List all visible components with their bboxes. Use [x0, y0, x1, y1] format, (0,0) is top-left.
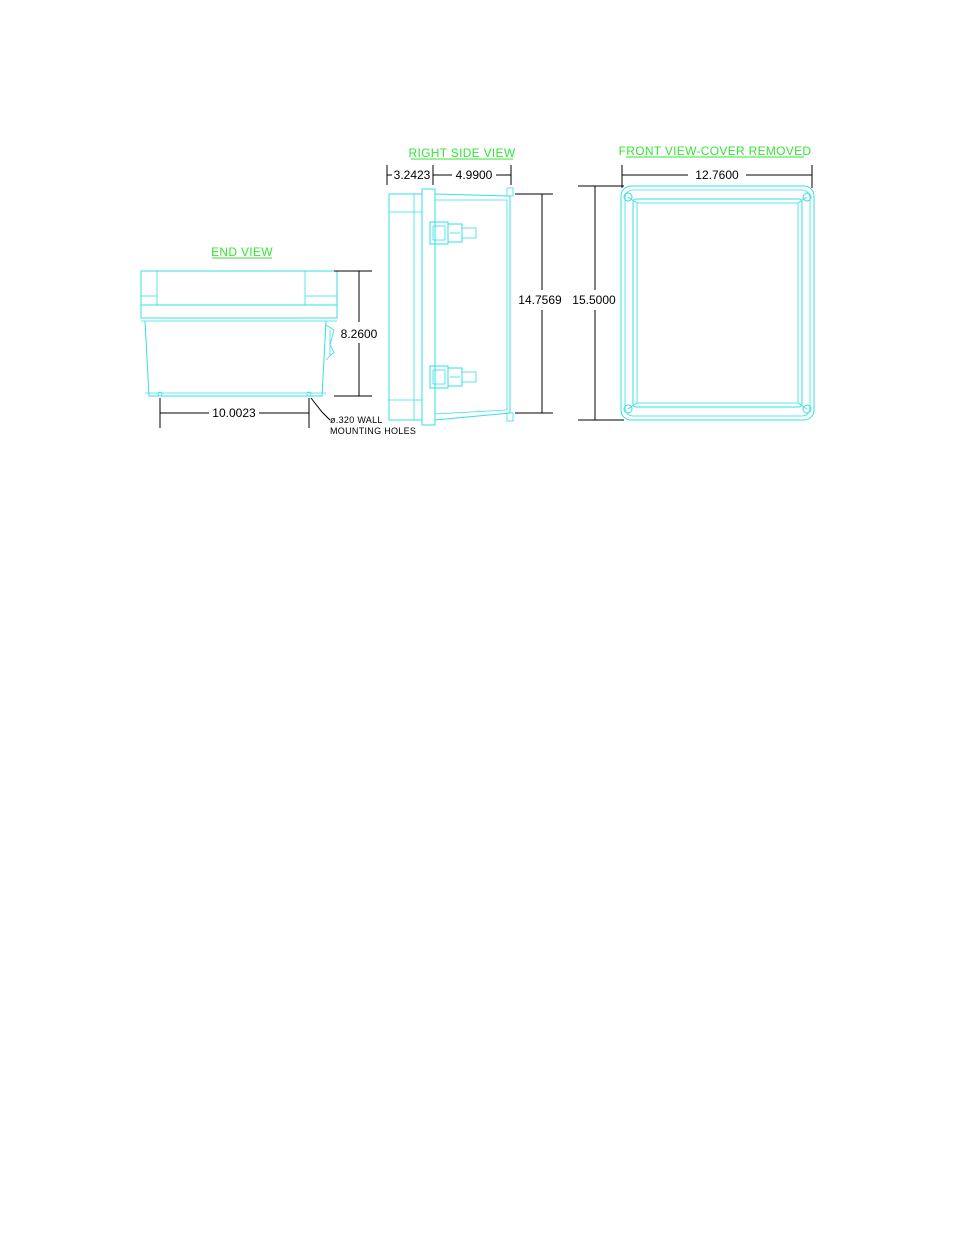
dim-side-height: 14.7569: [518, 293, 562, 307]
right-side-view: RIGHT SIDE VIEW 3.2423 4.9900: [387, 146, 562, 425]
front-view-inner-opening: [633, 199, 802, 407]
dim-end-height: 8.2600: [341, 327, 378, 341]
side-view-flange: [422, 189, 435, 425]
side-view-top-nub: [507, 188, 513, 196]
dim-front-width: 12.7600: [695, 168, 739, 182]
side-view-cover: [389, 194, 422, 420]
end-view-cover: [141, 271, 337, 305]
hole-note-line1: ø.320 WALL: [330, 415, 383, 425]
end-view-flange: [141, 305, 337, 318]
end-view-title: END VIEW: [211, 245, 273, 259]
hole-note-line2: MOUNTING HOLES: [330, 426, 416, 436]
end-view-body: [145, 321, 326, 396]
dim-front-height: 15.5000: [572, 293, 616, 307]
side-view-latch-upper: [430, 222, 476, 244]
front-view-outer-frame: [621, 186, 814, 420]
dim-side-depth-a: 3.2423: [394, 168, 431, 182]
dim-end-width: 10.0023: [212, 406, 256, 420]
end-view: END VIEW 8.2600 10.0023 ø.320: [141, 245, 416, 436]
side-view-bottom-nub: [507, 413, 513, 421]
front-view: FRONT VIEW-COVER REMOVED 12.7600 15.5000: [572, 144, 814, 420]
hole-note-leader: [311, 398, 330, 420]
front-view-title: FRONT VIEW-COVER REMOVED: [619, 144, 812, 158]
side-view-latch-lower: [430, 366, 476, 388]
right-side-view-title: RIGHT SIDE VIEW: [409, 146, 516, 160]
dim-side-depth-b: 4.9900: [456, 168, 493, 182]
